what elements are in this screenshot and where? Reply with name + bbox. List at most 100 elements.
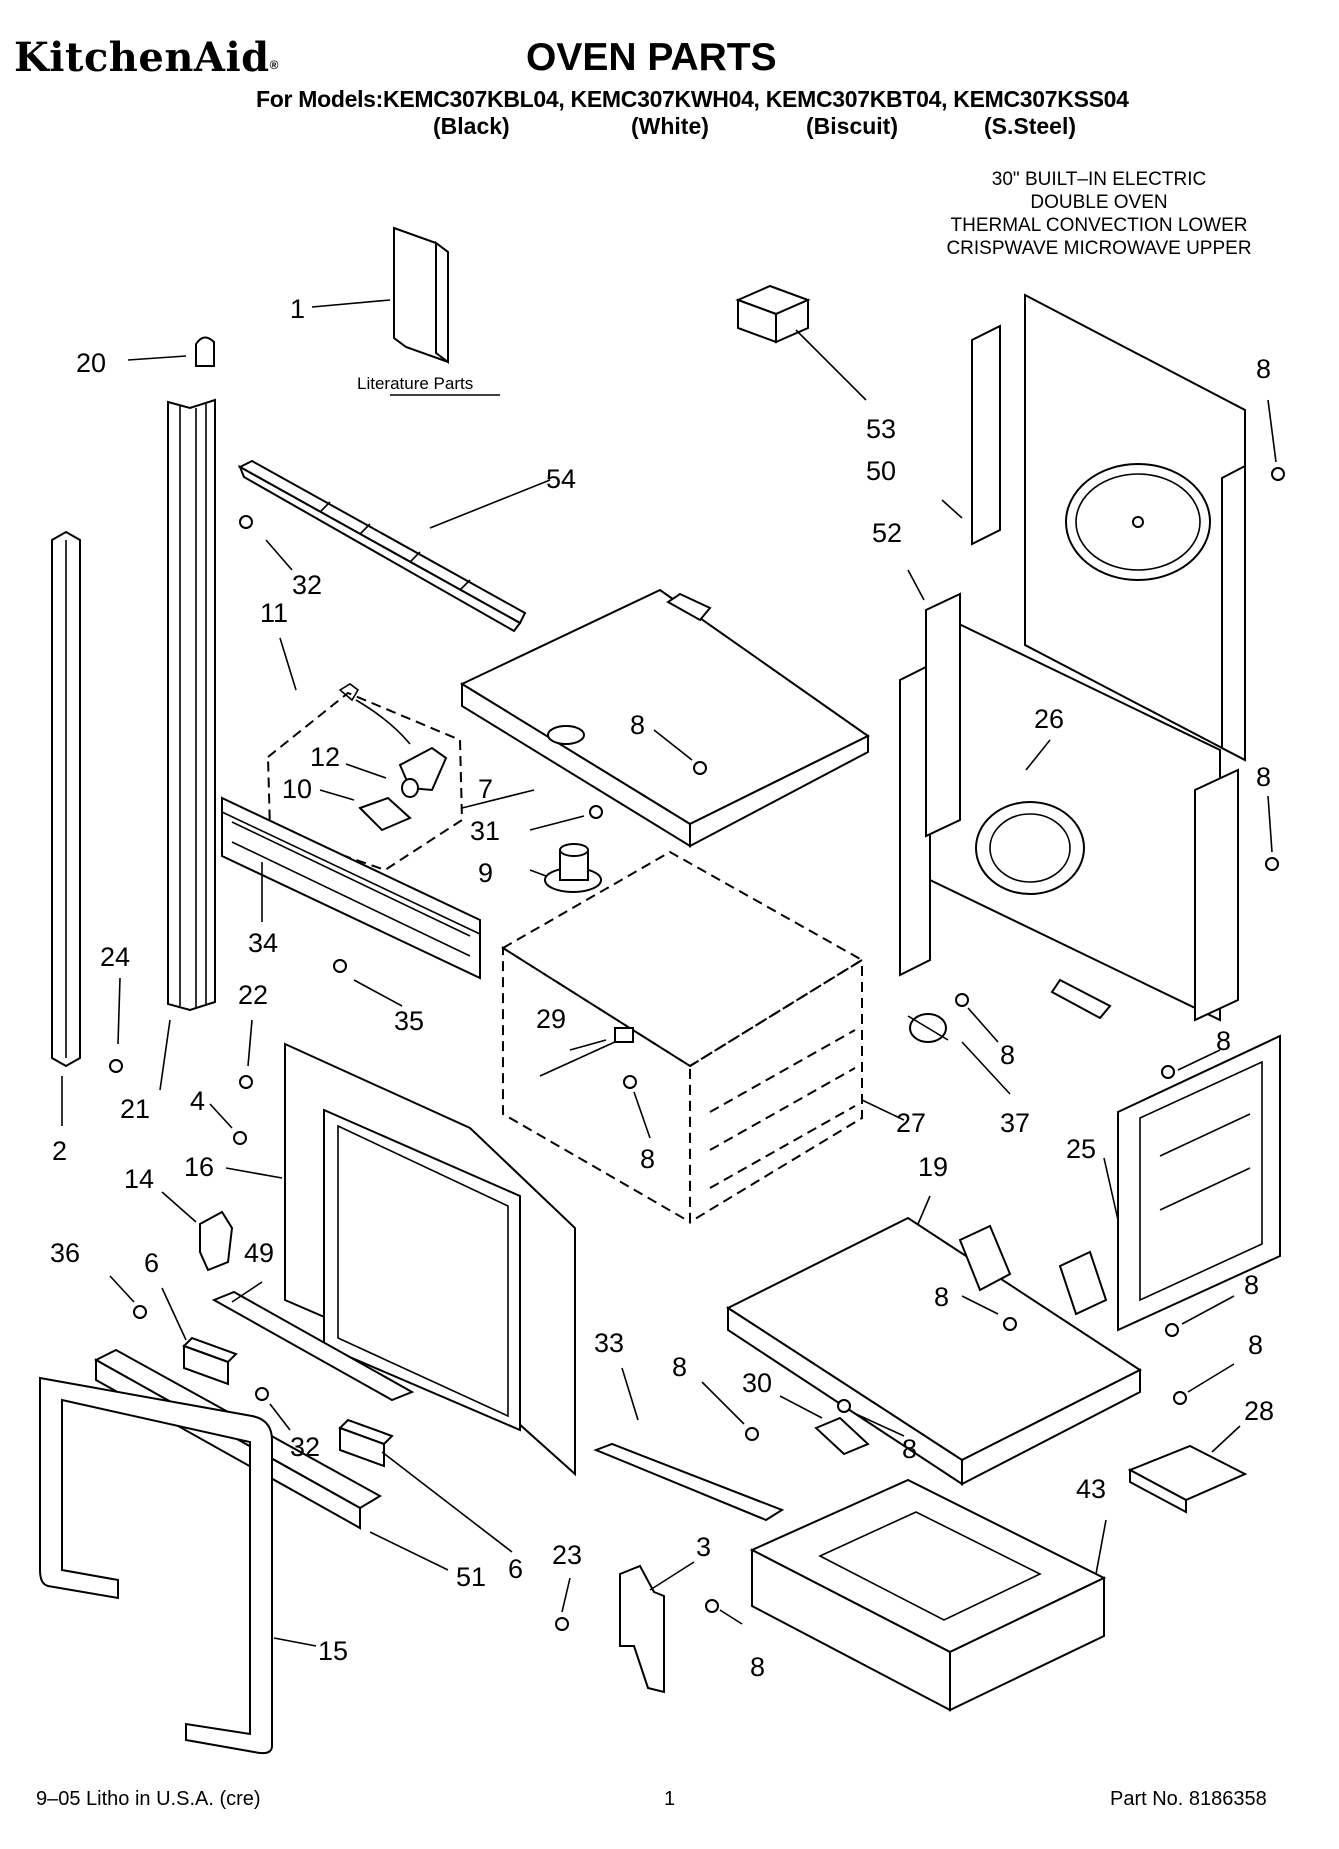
callout-25: 25	[1066, 1134, 1096, 1164]
convection-panel	[899, 608, 1239, 1022]
screw	[1271, 467, 1285, 481]
screw	[1003, 1317, 1017, 1331]
callout-30: 30	[742, 1368, 772, 1398]
callout-20: 20	[76, 348, 106, 378]
vent-grille	[221, 796, 481, 980]
screw	[333, 959, 347, 973]
description-line: 30" BUILT–IN ELECTRIC	[991, 169, 1207, 190]
screw	[1161, 1065, 1175, 1079]
screw	[589, 805, 603, 819]
callout-54: 54	[546, 464, 576, 494]
callout-21: 21	[120, 1094, 150, 1124]
callout-8: 8	[640, 1144, 655, 1174]
thermostat	[907, 1013, 949, 1043]
callout-34: 34	[248, 928, 278, 958]
callout-22: 22	[238, 980, 268, 1010]
front-frame	[284, 1042, 576, 1477]
callout-9: 9	[478, 858, 493, 888]
callout-51: 51	[456, 1562, 486, 1592]
description-line: CRISPWAVE MICROWAVE UPPER	[946, 238, 1252, 259]
lens-glass	[358, 796, 412, 832]
callout-6: 6	[144, 1248, 159, 1278]
spacer-block	[182, 1336, 238, 1386]
screw	[239, 1075, 253, 1089]
callout-28: 28	[1244, 1396, 1274, 1426]
callout-8: 8	[1244, 1270, 1259, 1300]
door-gasket	[39, 1376, 273, 1755]
screw	[239, 515, 253, 529]
fan-motor	[544, 843, 602, 893]
callout-37: 37	[1000, 1108, 1030, 1138]
callout-36: 36	[50, 1238, 80, 1268]
screw	[693, 761, 707, 775]
screw	[837, 1399, 851, 1413]
product-description: 30" BUILT–IN ELECTRIC DOUBLE OVEN THERMA…	[909, 168, 1289, 260]
callout-27: 27	[896, 1108, 926, 1138]
bottom-tray	[749, 1478, 1107, 1712]
screw	[1265, 857, 1279, 871]
literature-parts-label: Literature Parts	[357, 374, 473, 393]
mounting-bracket	[619, 1564, 665, 1694]
callout-32: 32	[292, 570, 322, 600]
trim-strip	[51, 530, 81, 1068]
description-line: DOUBLE OVEN	[1030, 192, 1168, 213]
callout-8: 8	[902, 1434, 917, 1464]
callout-14: 16	[184, 1152, 214, 1182]
callout-10: 10	[282, 774, 312, 804]
callout-8: 8	[672, 1352, 687, 1382]
bracket-bar	[211, 1290, 415, 1402]
description-line: THERMAL CONVECTION LOWER	[950, 215, 1248, 236]
callout-16: 14	[124, 1164, 154, 1194]
callout-43: 43	[1076, 1474, 1106, 1504]
callout-32: 32	[290, 1432, 320, 1462]
side-panel	[1117, 1034, 1281, 1332]
callout-23: 23	[552, 1540, 582, 1570]
callout-2: 2	[52, 1136, 67, 1166]
callout-52: 52	[872, 518, 902, 548]
callout-8: 8	[1256, 762, 1271, 792]
cap-part	[195, 336, 215, 367]
insulation-block	[735, 284, 811, 344]
callout-8: 8	[750, 1652, 765, 1682]
callout-12: 12	[310, 742, 340, 772]
callout-8: 8	[630, 710, 645, 740]
bake-element	[539, 1027, 634, 1077]
callout-26: 26	[1034, 704, 1064, 734]
callout-8: 8	[1256, 354, 1271, 384]
variant-black: (Black)	[433, 113, 510, 139]
screw	[133, 1305, 147, 1319]
light-bulb	[401, 778, 419, 798]
leader-lines	[61, 299, 1277, 1647]
hinge-bracket	[199, 1210, 234, 1272]
side-rail	[167, 398, 216, 1012]
callout-49: 49	[244, 1238, 274, 1268]
callout-29: 29	[536, 1004, 566, 1034]
page-title: OVEN PARTS	[526, 36, 777, 79]
oven-cavity	[501, 850, 864, 1224]
screw	[555, 1617, 569, 1631]
callout-6: 6	[508, 1554, 523, 1584]
screw	[745, 1427, 759, 1441]
variant-white: (White)	[631, 113, 709, 139]
variant-stainless: (S.Steel)	[984, 113, 1077, 139]
callout-8: 8	[1000, 1040, 1015, 1070]
rear-back-panel	[971, 293, 1246, 762]
callout-3: 3	[696, 1532, 711, 1562]
callout-labels: 1 20 54 32 11 12 10 34 35 24 22 21 2 4 1…	[50, 294, 1274, 1682]
literature-booklet	[390, 226, 500, 396]
bottom-shelf	[725, 1216, 1142, 1486]
brand-logo: KitchenAid®	[14, 34, 279, 81]
screw	[109, 1059, 123, 1073]
callout-53: 53	[866, 414, 896, 444]
screw	[623, 1075, 637, 1089]
terminal-block	[1127, 1444, 1248, 1514]
screw	[255, 1387, 269, 1401]
callout-8: 8	[934, 1282, 949, 1312]
variant-biscuit: (Biscuit)	[806, 113, 898, 139]
screw	[233, 1131, 247, 1145]
callout-15: 15	[318, 1636, 348, 1666]
screw	[1165, 1323, 1179, 1337]
callout-31: 31	[470, 816, 500, 846]
models-line: For Models:KEMC307KBL04, KEMC307KWH04, K…	[256, 86, 1129, 112]
light-socket	[338, 683, 448, 792]
